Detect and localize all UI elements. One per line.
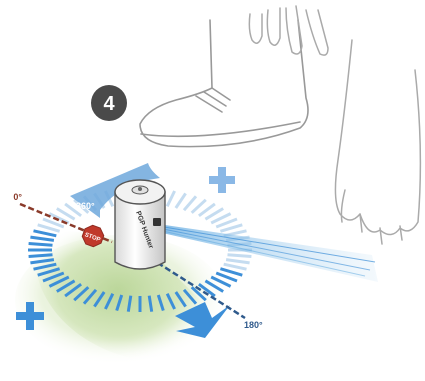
plus-icon: [209, 167, 235, 193]
angle-label-zero: 0°: [13, 192, 22, 202]
rotor-nozzle: [153, 218, 161, 226]
step-badge: 4: [91, 85, 127, 121]
step-number: 4: [103, 93, 115, 115]
light-arc-segment: [167, 191, 174, 206]
light-arc-segment: [228, 255, 252, 257]
blue-arc-segment: [29, 244, 53, 246]
blue-arc-segment: [29, 255, 53, 257]
light-arc-segment: [226, 260, 250, 263]
angle-label-full: 360°: [76, 201, 95, 211]
light-arc-segment: [184, 196, 196, 210]
light-arc-segment: [224, 264, 247, 269]
sprinkler-rotor: PGP Hunter: [115, 180, 165, 269]
angle-label-half: 180°: [244, 320, 263, 330]
bare-foot-illustration: [335, 40, 420, 244]
light-arc-segment: [176, 193, 186, 208]
hand-illustration: [249, 6, 328, 55]
shoe-illustration: [140, 20, 308, 147]
blue-arc-segment: [220, 269, 242, 276]
light-arc-segment: [220, 225, 242, 232]
